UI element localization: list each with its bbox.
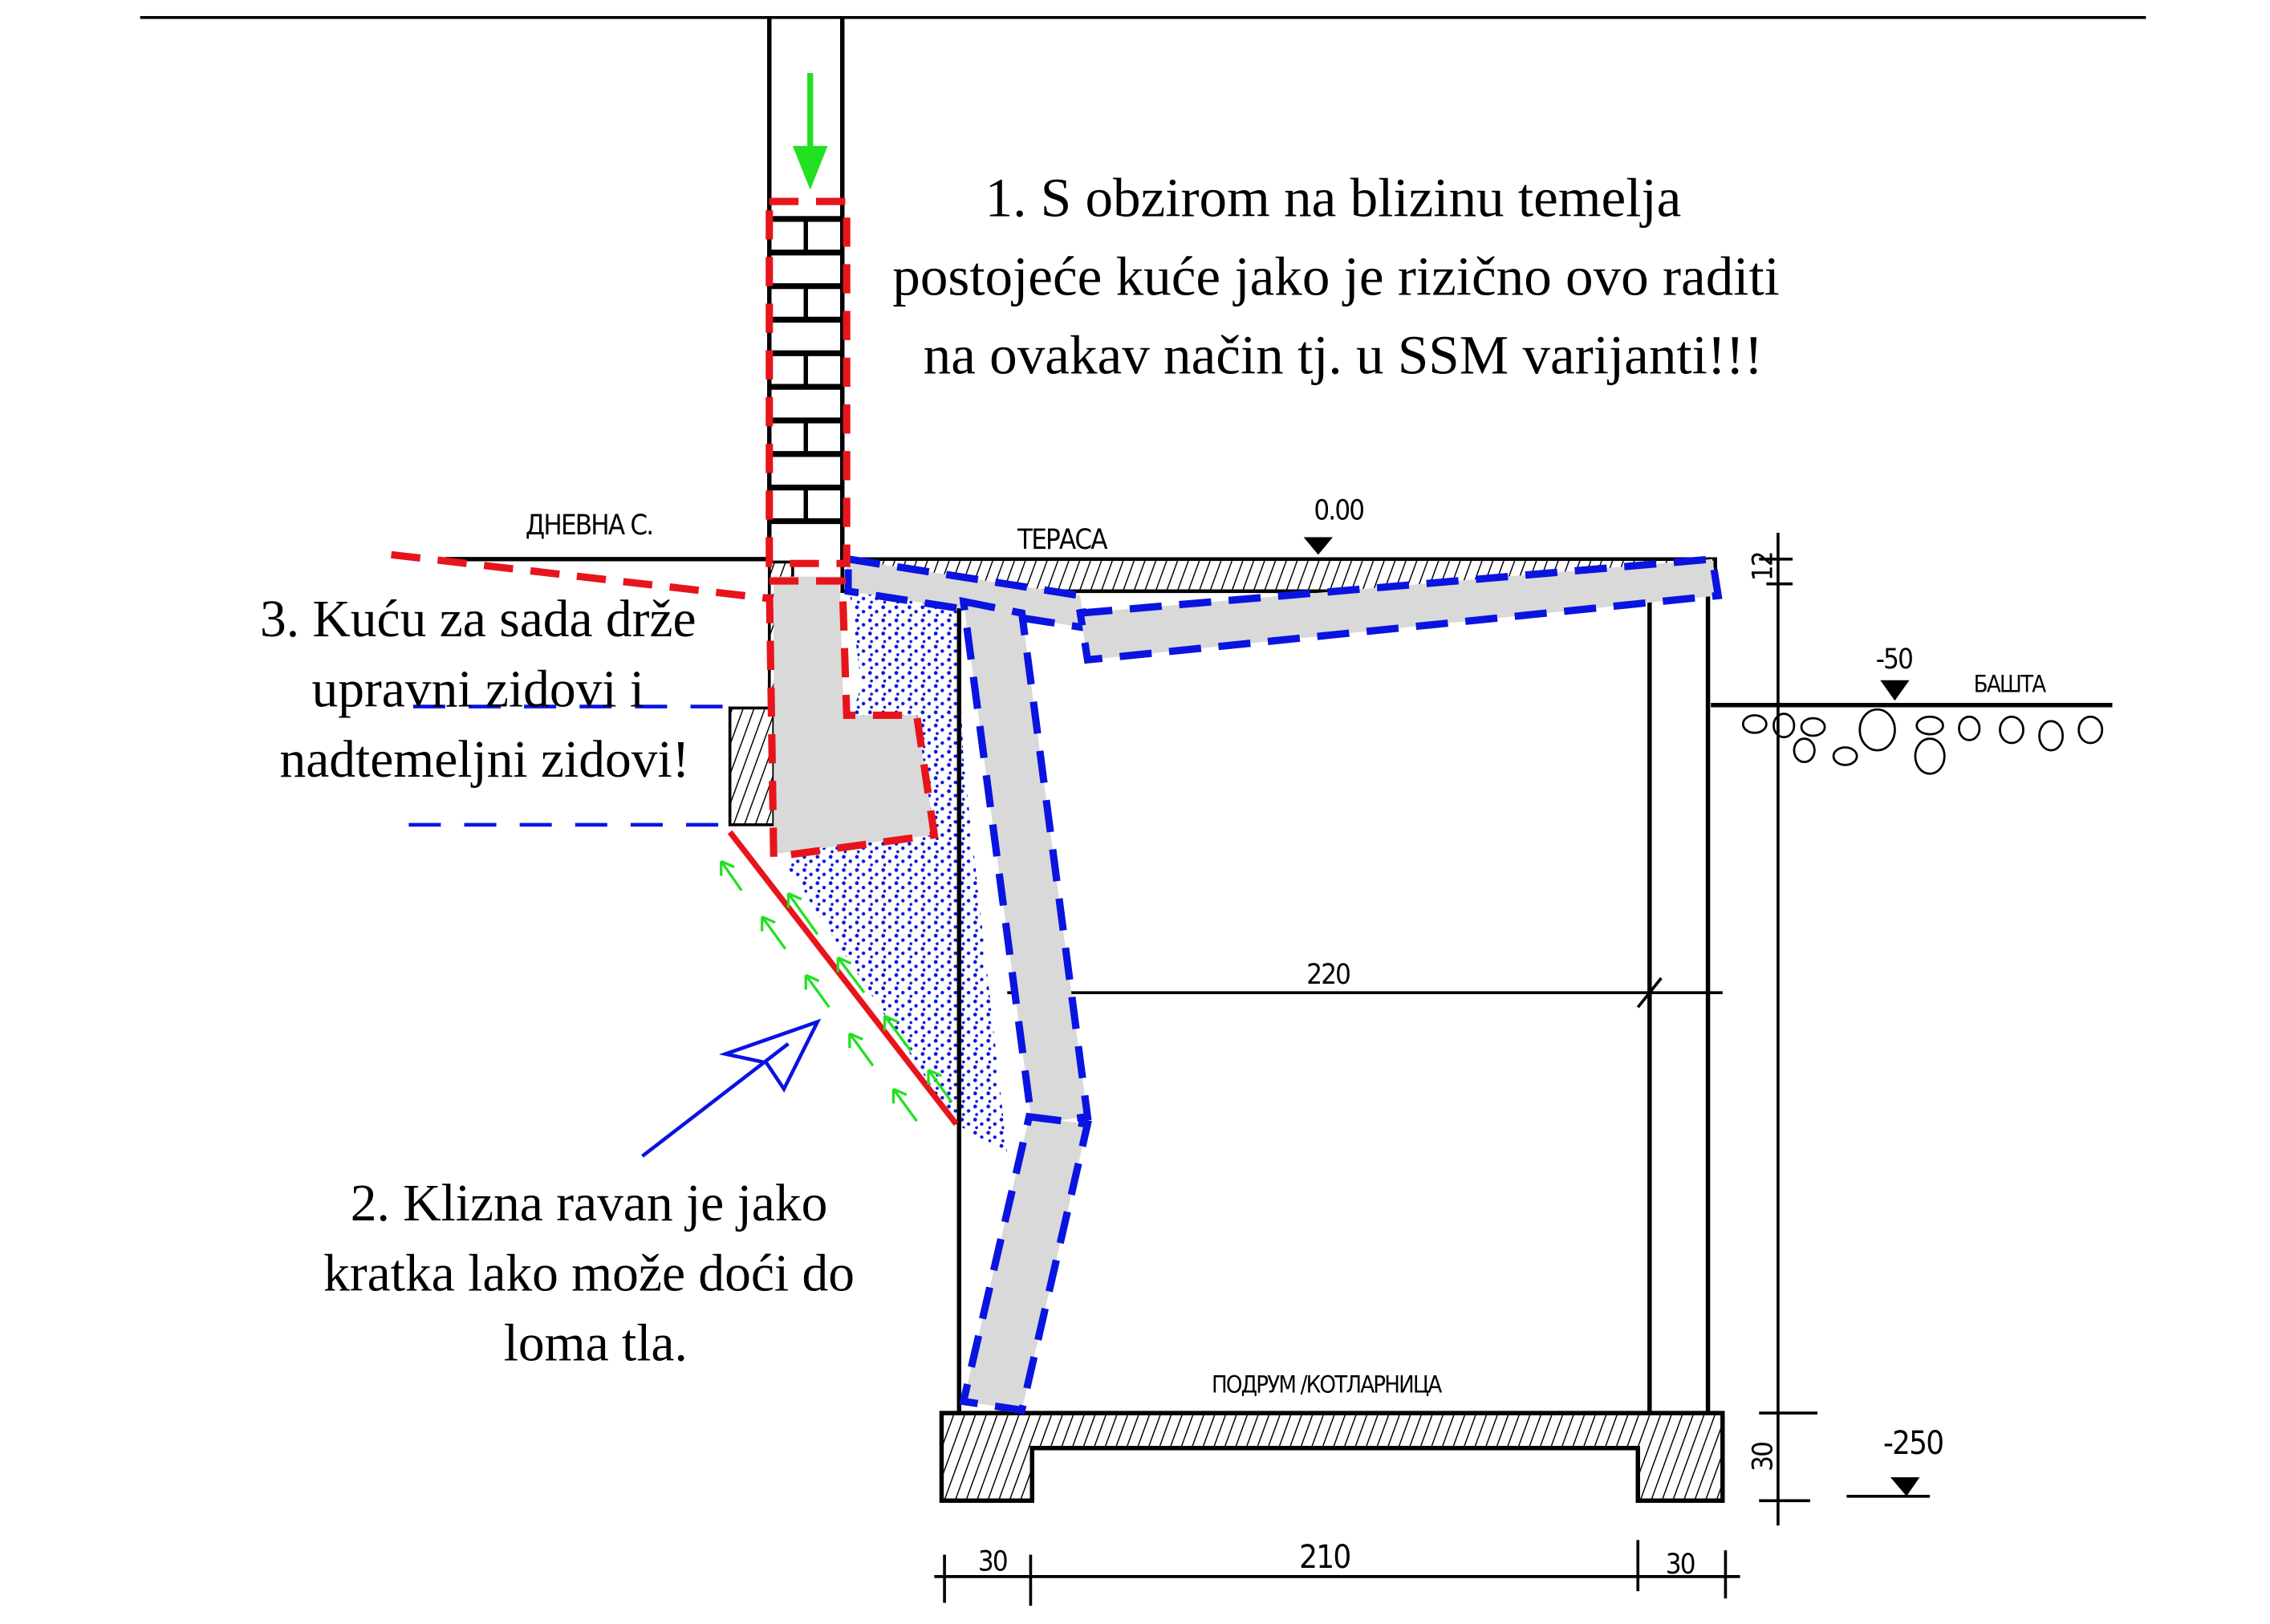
red-dashed-existing-outline <box>391 197 939 862</box>
proposed-structure-strips <box>844 554 1723 1415</box>
label-level-basement: -250 <box>1883 1425 1943 1462</box>
basement-walls <box>956 591 1711 1414</box>
label-terrace: ТЕРАСА <box>1017 524 1108 556</box>
blue-pointer-arrow-icon <box>641 1018 822 1158</box>
label-dim-right: 30 <box>1666 1549 1695 1581</box>
label-level-garden: -50 <box>1876 644 1912 676</box>
sliding-plane-line <box>727 830 959 1127</box>
label-basement: ПОДРУМ /КОТЛАРНИЦА <box>1212 1371 1442 1399</box>
green-force-arrows <box>720 859 953 1123</box>
level-marker-50-icon <box>1880 680 1910 701</box>
dimension-lines <box>934 533 1931 1606</box>
label-slab-thickness: 12 <box>1748 552 1780 581</box>
label-garden: БАШТА <box>1974 670 2047 697</box>
note-1-line-3: na ovakav način tj. u SSM varijanti!!! <box>924 324 1763 386</box>
note-3-line-1: 3. Kuću za sada drže <box>260 591 696 648</box>
gravel-symbols <box>1741 708 2104 775</box>
label-floor-thickness: 30 <box>1748 1443 1780 1472</box>
note-1: 1. S obzirom na blizinu temelja postojeć… <box>892 166 1793 385</box>
note-2: 2. Klizna ravan je jako kratka lako može… <box>323 1175 867 1373</box>
basement-floor-slab <box>939 1411 1725 1503</box>
label-level-terrace: 0.00 <box>1314 495 1363 527</box>
existing-brick-wall <box>767 17 845 562</box>
green-load-arrow-icon <box>792 72 828 190</box>
note-2-line-1: 2. Klizna ravan je jako <box>351 1175 828 1232</box>
label-dim-middle: 210 <box>1299 1539 1350 1576</box>
label-interior-width: 220 <box>1306 959 1350 991</box>
label-dim-left: 30 <box>978 1546 1007 1578</box>
level-marker-0-icon <box>1303 537 1334 555</box>
note-3: 3. Kuću za sada drže upravni zidovi i na… <box>260 591 709 789</box>
note-1-line-1: 1. S obzirom na blizinu temelja <box>985 166 1682 228</box>
note-3-line-3: nadtemeljni zidovi! <box>280 731 690 789</box>
label-living-room: ДНЕВНА С. <box>526 510 652 542</box>
soil-wedge <box>788 591 1008 1154</box>
note-2-line-2: kratka lako može doći do <box>323 1244 855 1302</box>
note-1-line-2: postojeće kuće jako je rizično ovo radit… <box>892 246 1780 307</box>
level-marker-250-icon <box>1890 1477 1920 1496</box>
note-2-line-3: loma tla. <box>504 1315 688 1373</box>
note-3-line-2: upravni zidovi i <box>311 661 644 719</box>
